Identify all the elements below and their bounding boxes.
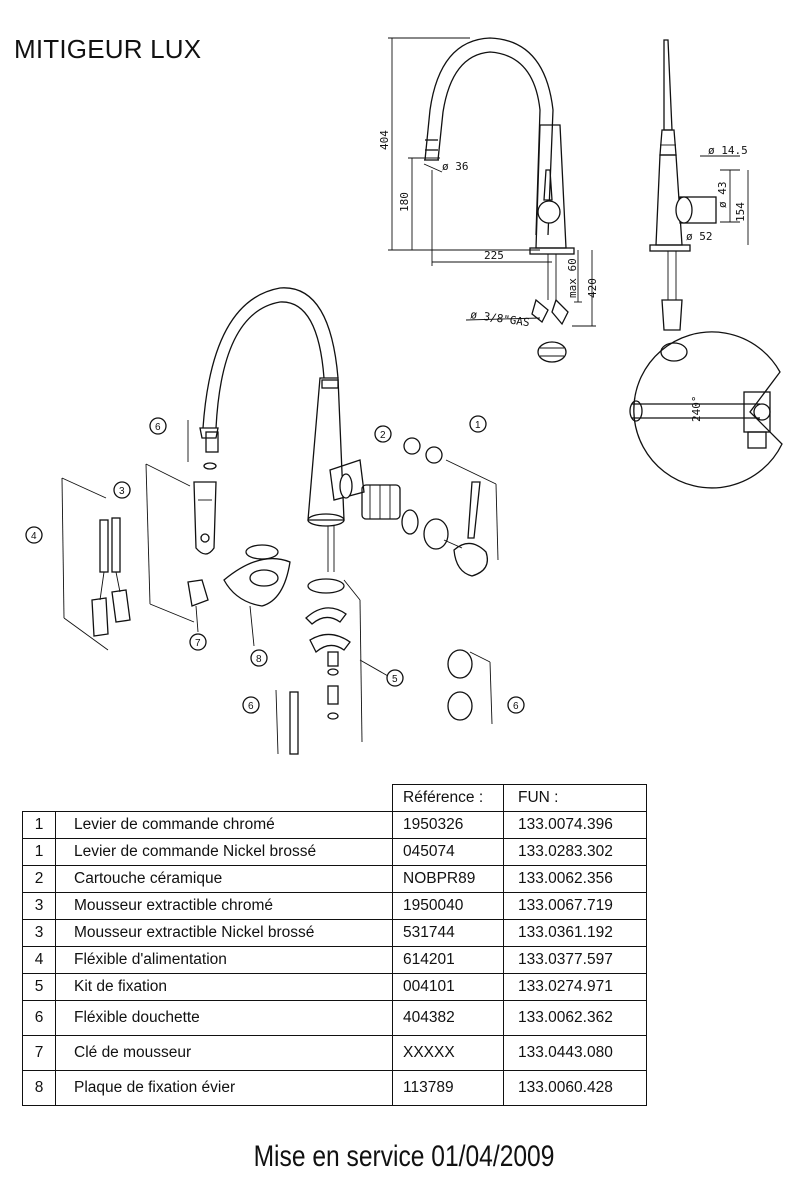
dim-154: 154 [734,202,747,222]
dim-404: 404 [378,130,391,150]
dim-36: ø 36 [442,160,469,173]
callout-2: 2 [374,425,392,443]
svg-text:6: 6 [248,701,254,712]
side-elevation: ø 14.5 ø 43 154 ø 52 [649,39,749,362]
callout-6-top: 6 [149,417,167,435]
exploded-view [61,287,499,755]
callout-3: 3 [113,481,131,499]
svg-text:6: 6 [513,701,519,712]
front-elevation: 404 180 225 ø 36 max 60 420 ø 3/8"GAS [378,37,599,363]
dim-gas: ø 3/8"GAS [470,308,531,329]
document-title: MITIGEUR LUX [14,34,202,64]
svg-text:6: 6 [155,422,161,433]
table-header-row: Référence : FUN : [23,784,647,812]
callout-5: 5 [386,669,404,687]
dim-420: 420 [586,278,599,298]
dim-240: 240° [690,396,703,423]
svg-text:2: 2 [380,430,386,441]
callout-7: 7 [189,633,207,651]
callouts: 1 2 3 4 5 6 6 6 7 8 [25,415,525,714]
dim-43: ø 43 [716,182,729,209]
callout-4: 4 [25,526,43,544]
header-reference: Référence : [392,784,504,812]
header-fun: FUN : [503,784,647,812]
dim-225: 225 [484,249,504,262]
dim-max60: max 60 [566,258,579,298]
svg-text:4: 4 [31,531,37,542]
top-view: 240° [629,331,783,489]
svg-text:8: 8 [256,654,262,665]
callout-8: 8 [250,649,268,667]
svg-text:3: 3 [119,486,125,497]
dim-180: 180 [398,192,411,212]
dim-14-5: ø 14.5 [708,144,748,157]
svg-text:5: 5 [392,674,398,685]
svg-text:1: 1 [475,420,481,431]
callout-6-bottom: 6 [242,696,260,714]
service-date: Mise en service 01/04/2009 [253,1140,555,1173]
dim-52: ø 52 [686,230,713,243]
technical-drawing: 404 180 225 ø 36 max 60 420 ø 3/8"GAS [25,37,783,755]
callout-1: 1 [469,415,487,433]
svg-text:7: 7 [195,638,201,649]
callout-6-right: 6 [507,696,525,714]
